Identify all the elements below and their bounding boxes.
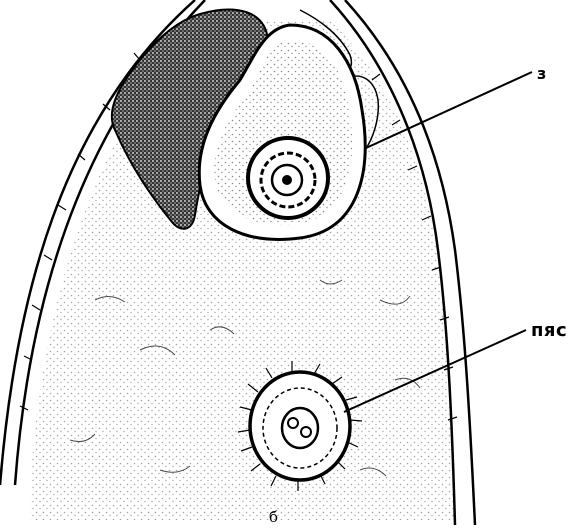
label-primary-endosperm-nucleus: пяс [531, 322, 567, 340]
zygote-nucleus [248, 138, 328, 218]
panel-label: б [269, 510, 278, 525]
label-zygote: з [537, 66, 546, 82]
